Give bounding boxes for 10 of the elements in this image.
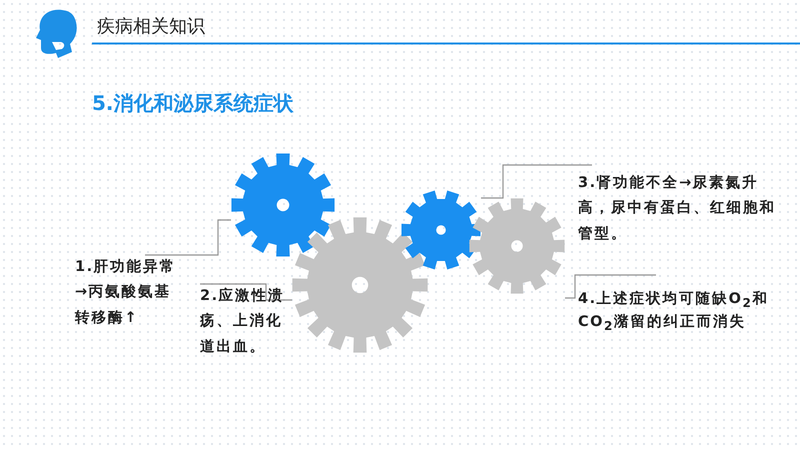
title: 疾病相关知识 — [97, 15, 205, 38]
leader-line — [200, 283, 292, 301]
symptom-text: 3.肾功能不全→尿素氮升高，尿中有蛋白、红细胞和管型。 — [578, 174, 777, 244]
leader-line — [481, 164, 592, 199]
symptom-text: 1.肝功能异常→丙氨酸氨基转移酶↑ — [75, 258, 178, 328]
symptom-text: 4.上述症状均可随缺O$_{2}$和CO$_{2}$潴留的纠正而消失 — [578, 290, 770, 336]
leader-line — [145, 219, 231, 256]
symptom-text: 2.应激性溃疡、上消化道出血。 — [200, 286, 286, 357]
leader-line — [565, 274, 656, 299]
section-heading: 5.消化和泌尿系统症状 — [92, 90, 294, 117]
